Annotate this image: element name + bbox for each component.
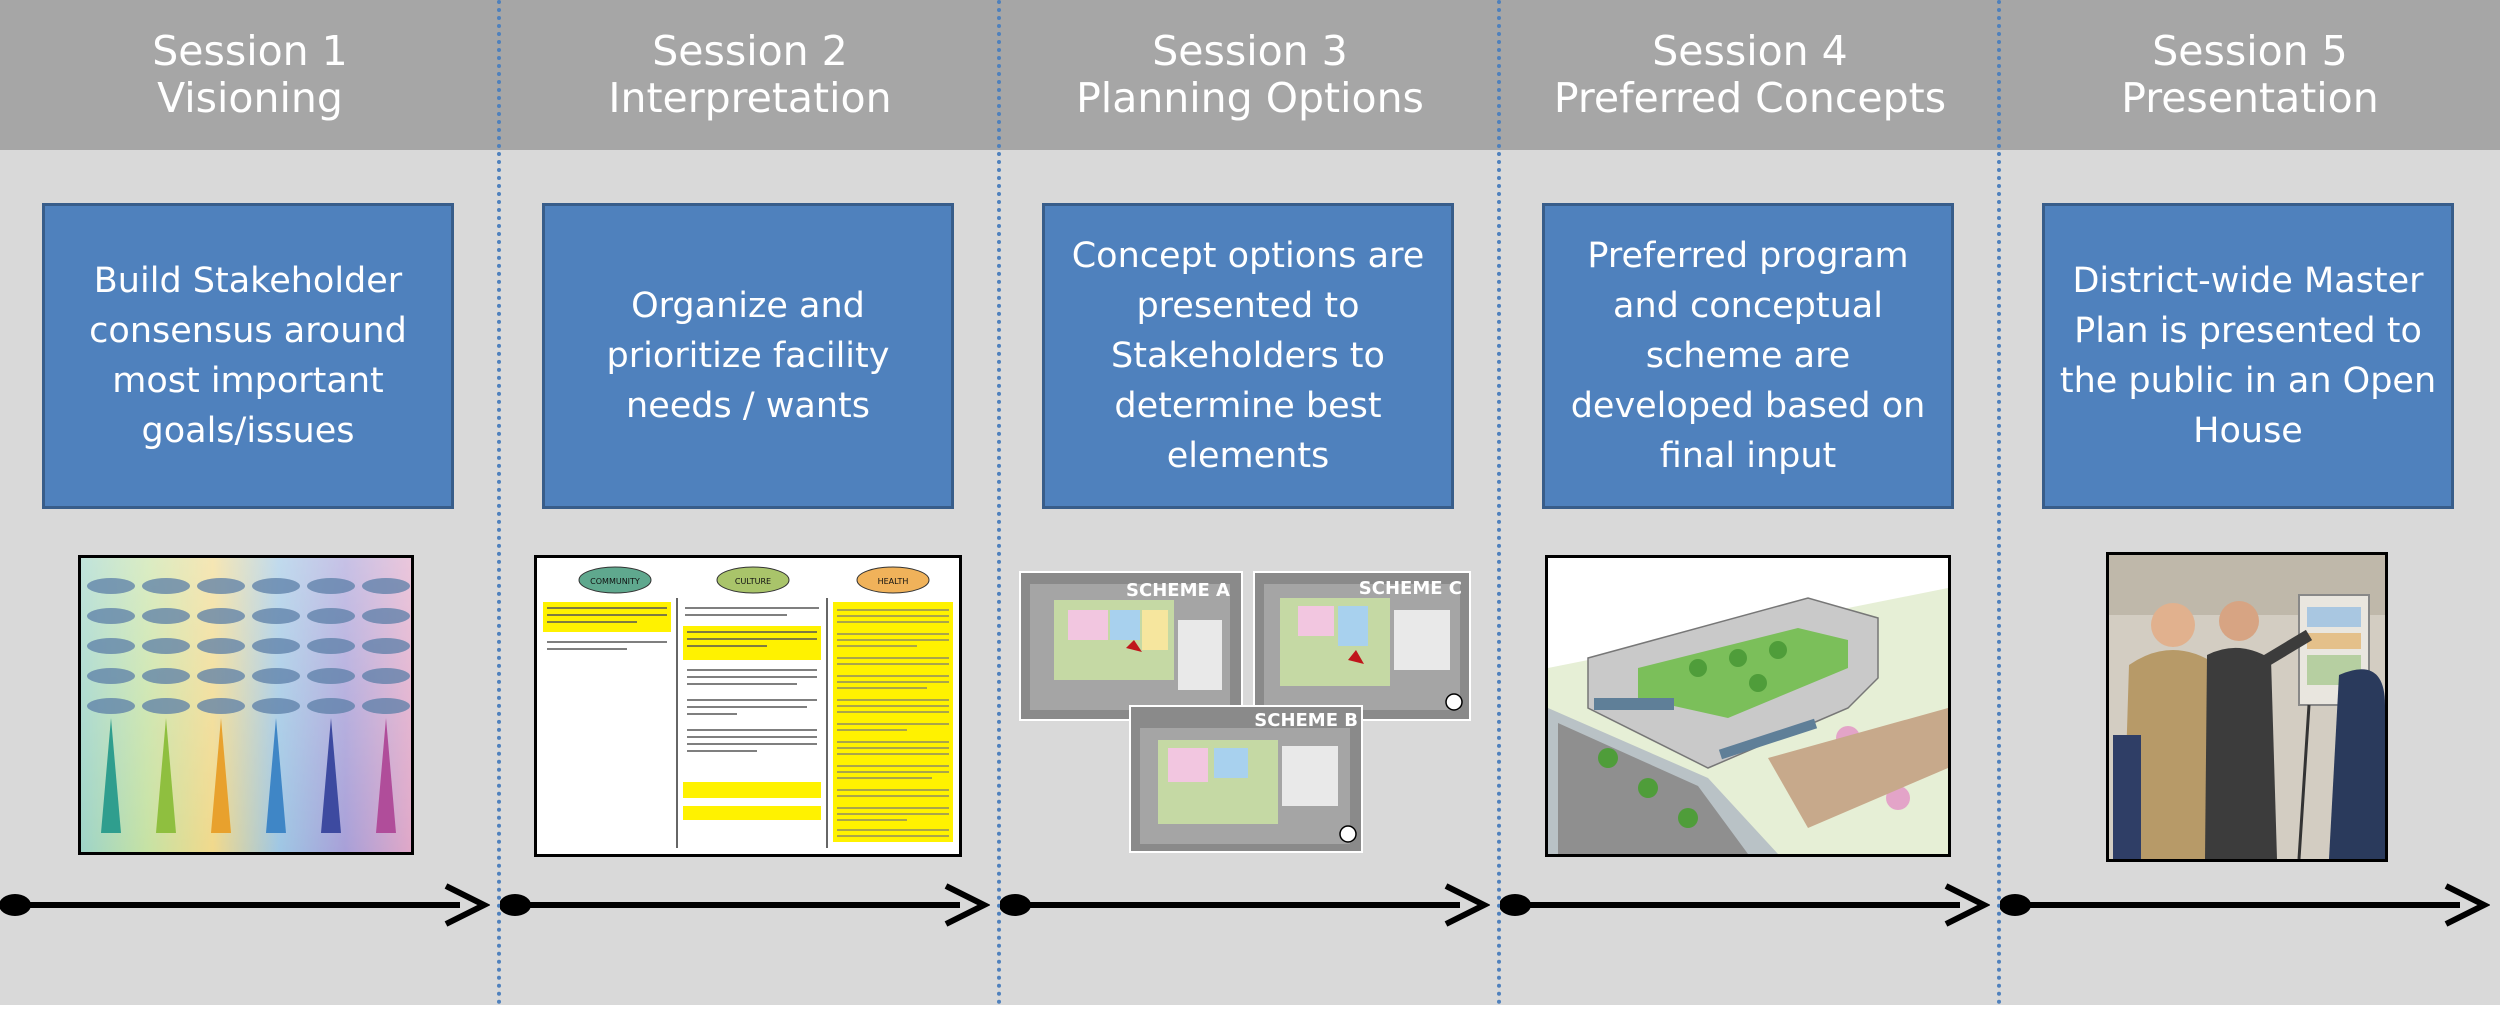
session-name: Interpretation: [608, 74, 892, 122]
session-divider: [997, 0, 1001, 1005]
session-number: Session 2: [652, 27, 848, 75]
session-5-column: Session 5 Presentation District-wide Mas…: [2000, 0, 2500, 1005]
session-description: District-wide Master Plan is presented t…: [2059, 261, 2437, 451]
session-name: Presentation: [2121, 74, 2379, 122]
scheme-c-label: SCHEME C: [1359, 578, 1462, 599]
session-2-column: Session 2 Interpretation Organize and pr…: [500, 0, 1000, 1005]
worksheet-header-community: COMMUNITY: [590, 577, 640, 586]
open-house-photo: [2106, 552, 2388, 862]
session-name: Visioning: [157, 74, 343, 122]
timeline-arrow: [2000, 880, 2490, 930]
session-divider: [1997, 0, 2001, 1005]
session-description: Concept options are presented to Stakeho…: [1071, 236, 1425, 476]
aerial-rendering: [1545, 555, 1951, 857]
site-plan-schemes: SCHEME A SCHEME C SCHEME B: [1018, 570, 1472, 854]
timeline-arrow: [0, 880, 490, 930]
scheme-a-label: SCHEME A: [1126, 580, 1230, 601]
session-divider: [1497, 0, 1501, 1005]
session-5-title: Session 5 Presentation: [2000, 28, 2500, 122]
session-3-column: Session 3 Planning Options Concept optio…: [1000, 0, 1500, 1005]
worksheet-header-culture: CULTURE: [735, 577, 771, 586]
visioning-tree-graphic: [78, 555, 414, 855]
session-divider: [497, 0, 501, 1005]
session-5-description-box: District-wide Master Plan is presented t…: [2042, 203, 2454, 509]
session-2-title: Session 2 Interpretation: [500, 28, 1000, 122]
session-4-column: Session 4 Preferred Concepts Preferred p…: [1500, 0, 2000, 1005]
session-1-description-box: Build Stakeholder consensus around most …: [42, 203, 454, 509]
session-1-column: Session 1 Visioning Build Stakeholder co…: [0, 0, 500, 1005]
session-description: Build Stakeholder consensus around most …: [89, 261, 407, 451]
session-number: Session 5: [2152, 27, 2348, 75]
session-4-description-box: Preferred program and conceptual scheme …: [1542, 203, 1954, 509]
session-number: Session 4: [1652, 27, 1848, 75]
header-band: [0, 0, 2500, 150]
session-4-title: Session 4 Preferred Concepts: [1500, 28, 2000, 122]
session-1-title: Session 1 Visioning: [0, 28, 500, 122]
session-description: Organize and prioritize facility needs /…: [606, 286, 890, 426]
priorities-worksheet: COMMUNITY CULTURE HEALTH: [534, 555, 962, 857]
session-3-title: Session 3 Planning Options: [1000, 28, 1500, 122]
timeline-arrow: [1000, 880, 1490, 930]
timeline-arrow: [500, 880, 990, 930]
session-number: Session 1: [152, 27, 348, 75]
session-description: Preferred program and conceptual scheme …: [1570, 236, 1926, 476]
worksheet-header-health: HEALTH: [878, 577, 909, 586]
session-name: Preferred Concepts: [1553, 74, 1947, 122]
scheme-b-label: SCHEME B: [1254, 710, 1358, 731]
session-number: Session 3: [1152, 27, 1348, 75]
session-3-description-box: Concept options are presented to Stakeho…: [1042, 203, 1454, 509]
timeline-arrow: [1500, 880, 1990, 930]
session-2-description-box: Organize and prioritize facility needs /…: [542, 203, 954, 509]
session-name: Planning Options: [1076, 74, 1424, 122]
